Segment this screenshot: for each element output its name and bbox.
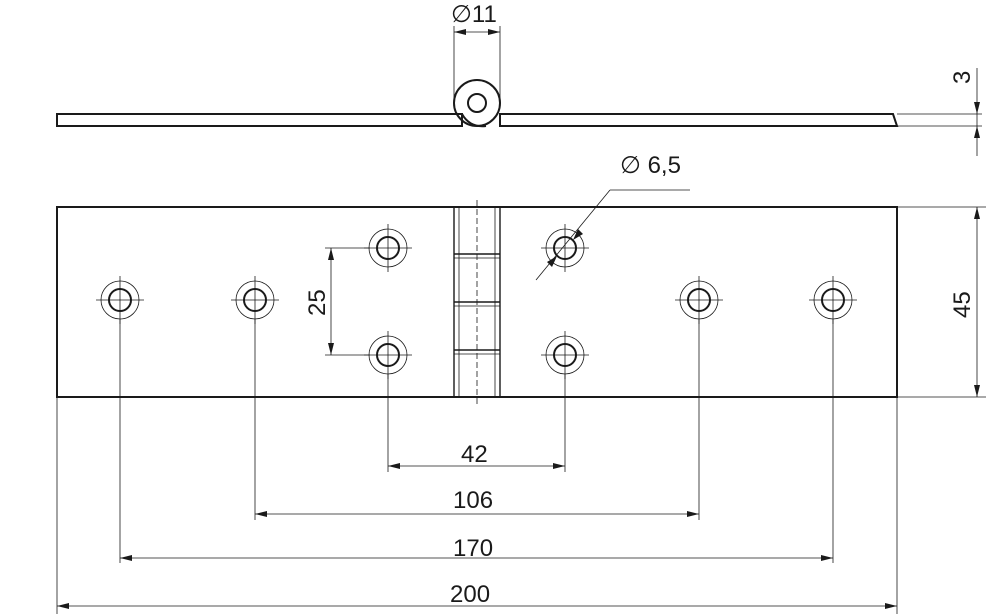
width-arrow-top [974,207,980,219]
outer-spacing-label: 170 [453,535,493,562]
pin-dim-arrow-left [454,29,466,35]
side-view-left-leaf [56,113,463,127]
hole-outer-right [809,276,857,324]
pin-diameter-label: ∅11 [451,1,497,28]
dimensions: ∅ 6,5 45 25 42 106 [56,152,986,614]
hinge-plate-outline [56,206,898,398]
hole-inner-left-top [364,224,412,272]
thickness-arrow-top [974,102,980,114]
side-view-knuckle [453,79,501,127]
hole-diameter-arrow-2 [573,229,583,240]
dim-170-arrow-right [821,555,833,561]
hole-outer-left [96,276,144,324]
thickness-label: 3 [949,71,976,84]
dim-106-arrow-left [255,511,267,517]
side-view: ∅11 3 [56,1,982,156]
hole-diameter-arrow-1 [547,256,557,267]
hole-middle-right [675,276,723,324]
hole-diameter-label: ∅ 6,5 [620,152,681,179]
side-view-pin [467,93,487,113]
total-length-label: 200 [450,581,490,608]
hole-middle-left [231,276,279,324]
hole-inner-right-top [541,224,589,272]
hole-diameter-leader [535,189,611,281]
top-view [56,200,898,404]
dim-170-arrow-left [120,555,132,561]
vspacing-arrow-top [328,248,334,260]
dim-106-arrow-right [687,511,699,517]
hole-inner-right-bottom [541,331,589,379]
inner-spacing-label: 42 [461,441,488,468]
dim-200-arrow-left [57,603,69,609]
dim-200-arrow-right [885,603,897,609]
width-label: 45 [949,291,976,318]
hole-inner-left-bottom [364,331,412,379]
pin-dim-arrow-right [488,29,500,35]
side-view-knuckle-curl [461,113,487,128]
thickness-arrow-bottom [974,126,980,138]
width-arrow-bottom [974,385,980,397]
dim-42-arrow-right [553,463,565,469]
dim-42-arrow-left [388,463,400,469]
vertical-spacing-label: 25 [304,289,331,316]
side-view-right-leaf [499,113,899,127]
middle-spacing-label: 106 [453,487,493,514]
vspacing-arrow-bottom [328,343,334,355]
